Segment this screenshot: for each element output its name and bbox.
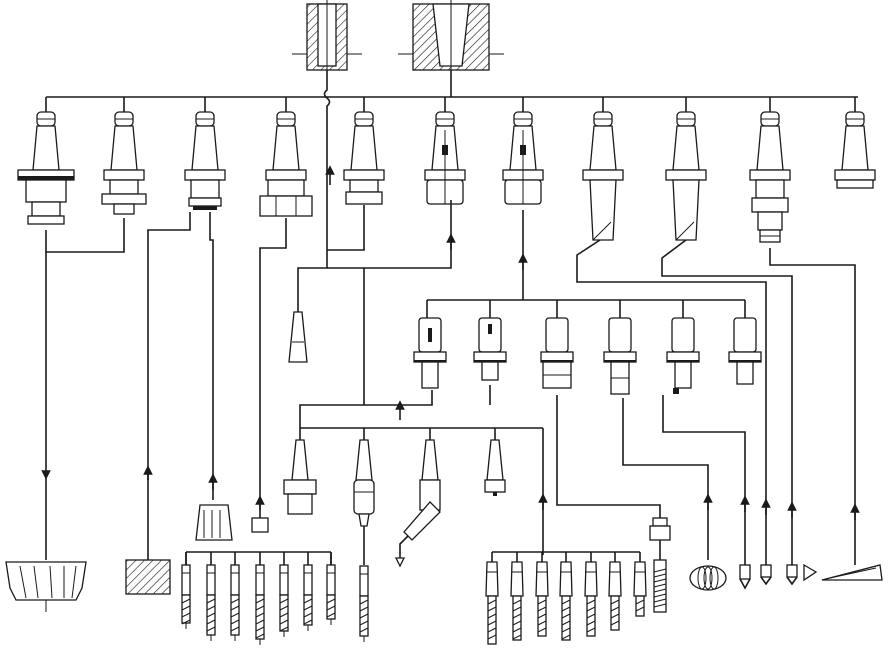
drill-bit <box>359 565 369 642</box>
holder-7 <box>502 97 544 205</box>
adapter-4 <box>603 317 637 395</box>
holder-6 <box>424 97 466 205</box>
sleeve-2 <box>283 439 317 515</box>
holder-5 <box>343 97 385 205</box>
block-cutter <box>125 559 171 595</box>
adapter-1 <box>413 317 447 389</box>
drill-bit <box>584 561 598 637</box>
collet-chuck <box>195 504 269 541</box>
holder-4 <box>259 97 313 217</box>
adapter-6 <box>728 317 762 385</box>
adapter-3 <box>540 317 574 389</box>
holder-10 <box>749 97 791 243</box>
sleeve-1 <box>288 311 308 363</box>
drill-bit <box>510 561 524 641</box>
drill-bit <box>255 564 265 645</box>
drill-bit <box>485 561 499 645</box>
face-mill <box>5 561 87 612</box>
adapter-row <box>413 317 762 395</box>
sleeve-row <box>283 311 671 613</box>
drill-bit <box>608 561 622 631</box>
drill-bit <box>633 561 647 617</box>
sleeve-4 <box>394 439 441 568</box>
ring-cutter <box>689 565 727 591</box>
small-holder <box>649 517 671 613</box>
top-bus <box>46 70 858 250</box>
wedge-cutter <box>821 564 883 581</box>
adapter-2 <box>473 317 507 381</box>
connection-lines <box>41 165 860 565</box>
drill-bit <box>181 564 191 629</box>
drill-bit <box>326 564 336 625</box>
holder-11 <box>834 97 876 189</box>
drill-group-right <box>485 552 647 645</box>
holder-2 <box>101 97 147 215</box>
drill-bit <box>303 564 313 631</box>
holder-row <box>17 97 876 243</box>
holder-9 <box>665 97 707 241</box>
drill-group-left <box>181 552 369 645</box>
holder-8 <box>582 97 624 241</box>
spindle-right <box>398 0 504 71</box>
drill-bit <box>230 564 240 641</box>
holder-3 <box>184 97 226 210</box>
spindle-left <box>292 0 362 71</box>
drill-bit <box>206 564 216 641</box>
adapter-5 <box>666 317 700 394</box>
drill-bit <box>279 564 289 637</box>
drill-bit <box>535 561 549 637</box>
sleeve-5 <box>484 439 506 496</box>
sleeve-3 <box>353 439 375 565</box>
holder-1 <box>17 97 75 225</box>
drill-bit <box>559 561 573 641</box>
small-bits <box>739 563 818 590</box>
